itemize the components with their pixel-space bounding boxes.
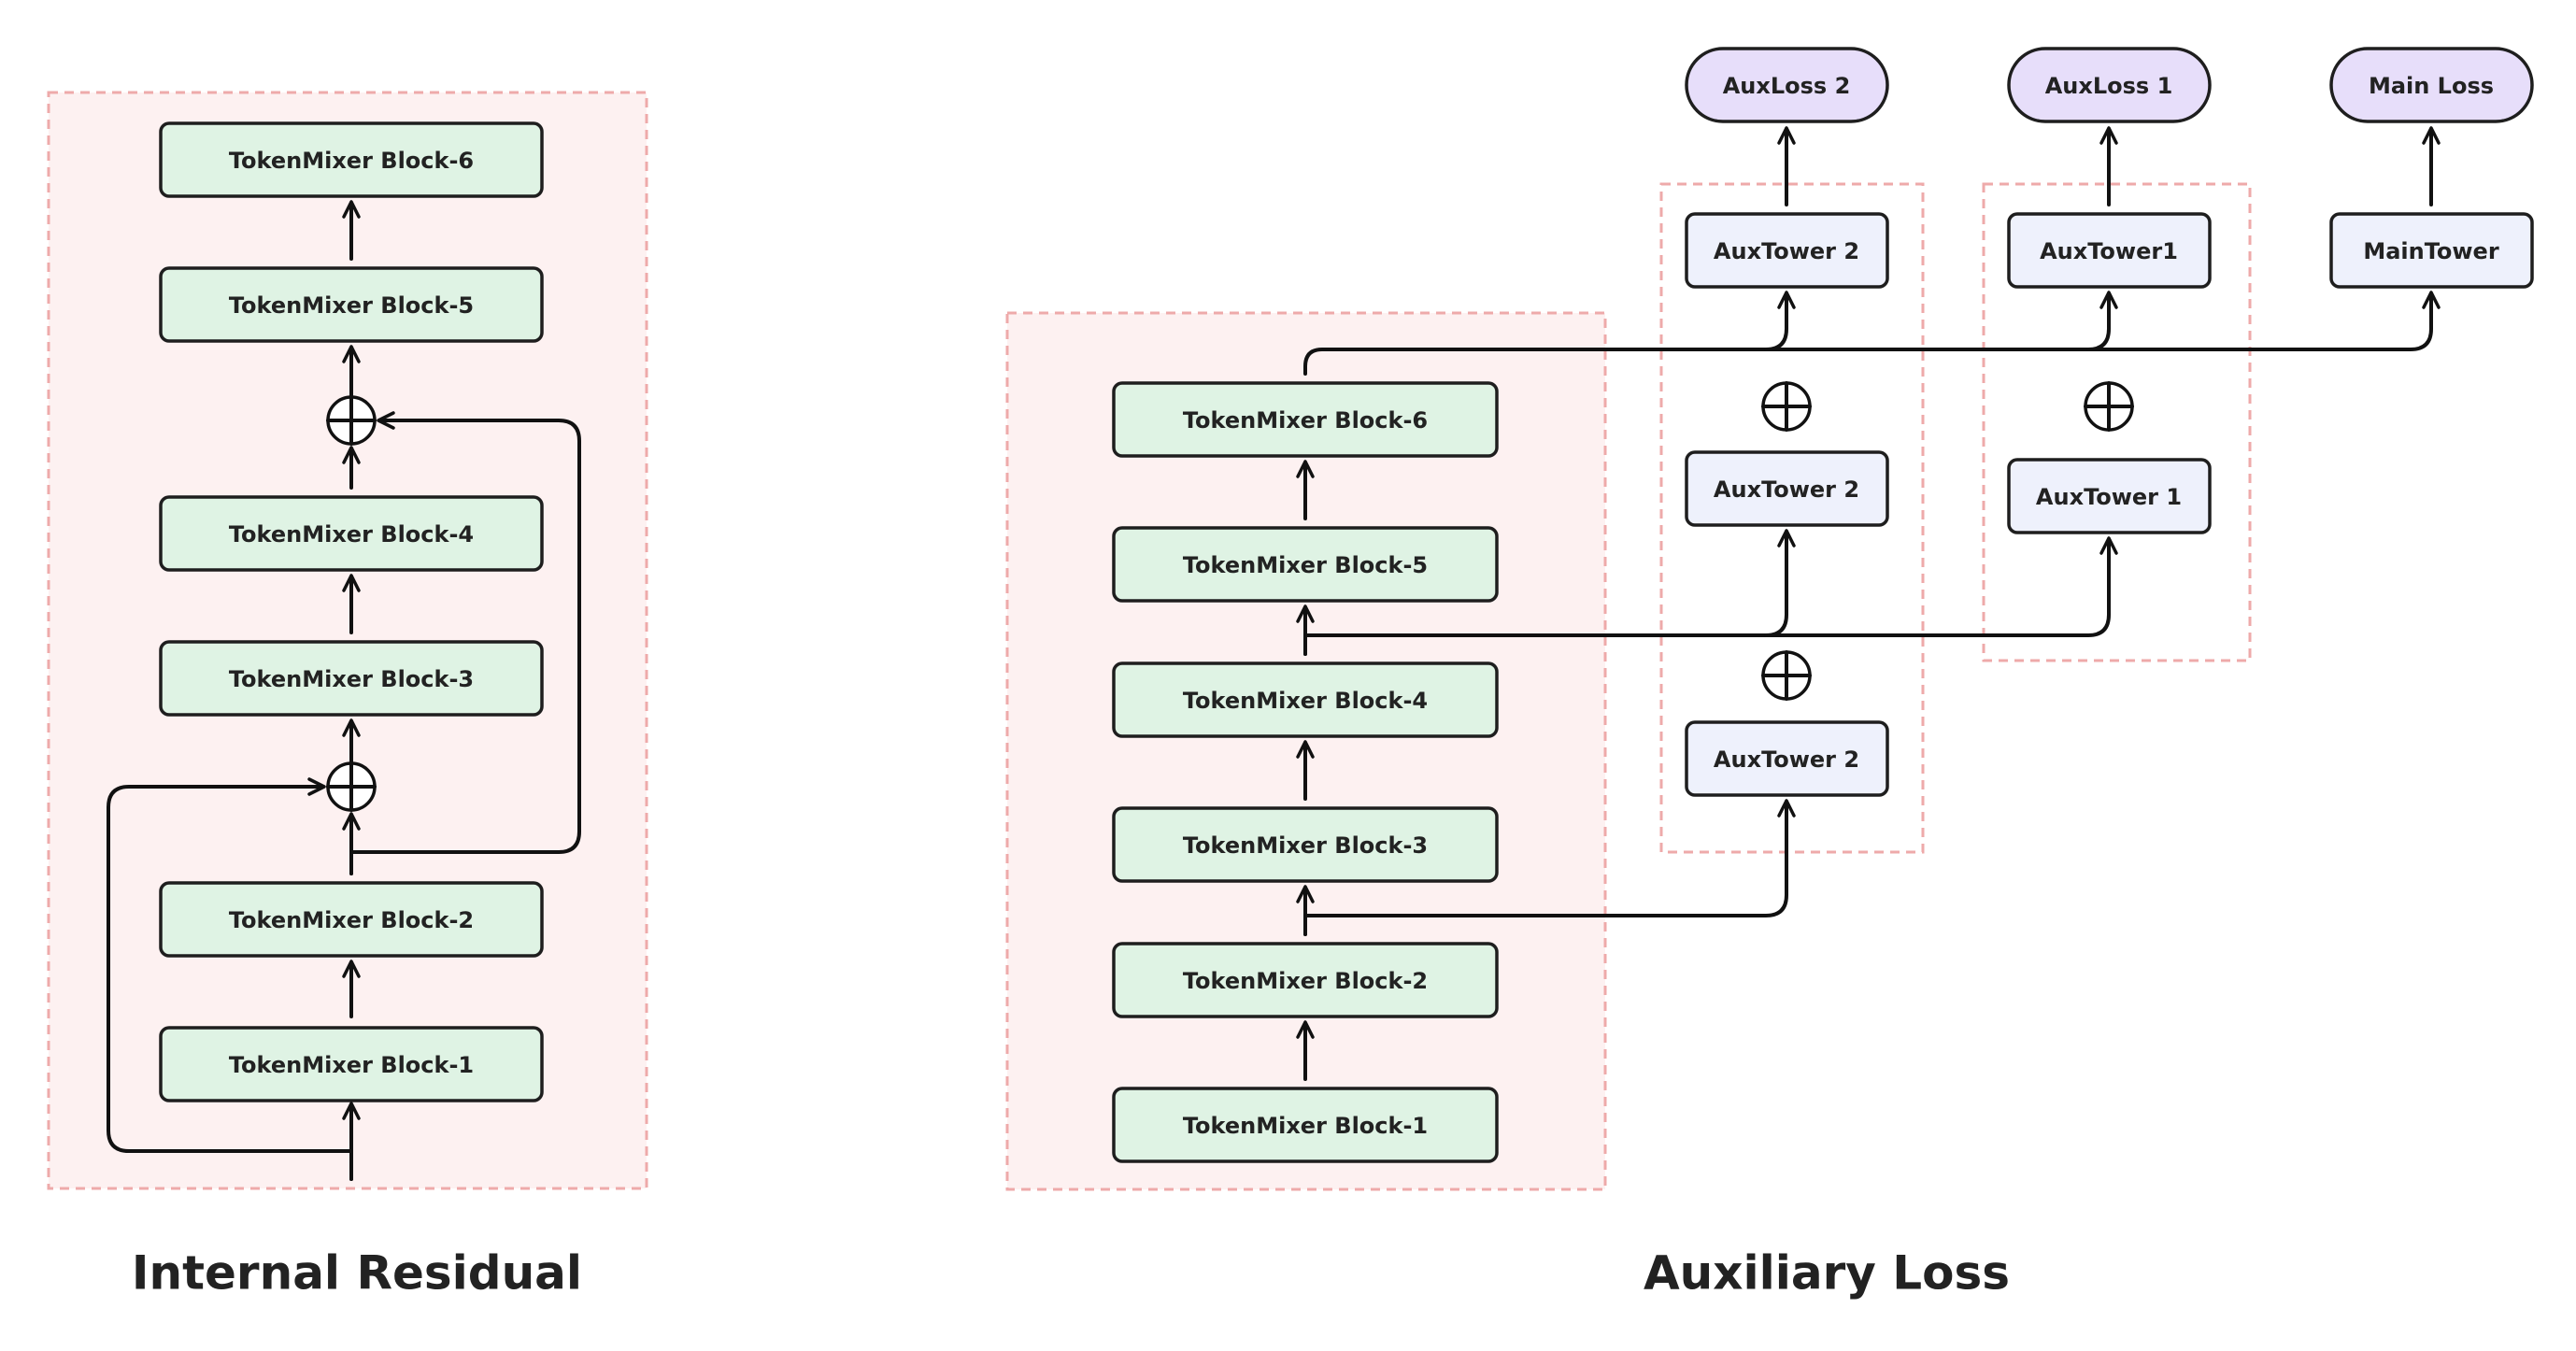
- auxiliary-loss-diagram: TokenMixer Block-6 TokenMixer Block-5 To…: [1005, 47, 2534, 1301]
- ir-block-5-label: TokenMixer Block-5: [229, 292, 474, 319]
- aux2-sum-lower: [1761, 650, 1812, 701]
- al-block-2: TokenMixer Block-2: [1112, 942, 1499, 1018]
- ir-block-4-label: TokenMixer Block-4: [229, 521, 474, 548]
- ir-block-2-label: TokenMixer Block-2: [229, 907, 474, 933]
- aux1-loss-label: AuxLoss 1: [2045, 73, 2173, 99]
- ir-residual-skip-lower: [107, 777, 353, 1181]
- tap-block2-to-aux2-bottom: [1303, 799, 1796, 936]
- aux2-sum-upper: [1761, 381, 1812, 432]
- al-block-3: TokenMixer Block-3: [1112, 806, 1499, 883]
- ir-residual-skip-upper: [349, 411, 581, 875]
- al-block-5: TokenMixer Block-5: [1112, 526, 1499, 603]
- ir-block-4: TokenMixer Block-4: [159, 495, 544, 572]
- loss-arrows: [1777, 126, 2441, 206]
- aux2-tower-middle-label: AuxTower 2: [1714, 476, 1859, 503]
- aux1-group-region: [1982, 182, 2252, 662]
- al-block-1: TokenMixer Block-1: [1112, 1087, 1499, 1163]
- al-block-2-label: TokenMixer Block-2: [1183, 968, 1428, 994]
- internal-residual-title: Internal Residual: [132, 1246, 582, 1301]
- aux2-tower-top: AuxTower 2: [1685, 212, 1889, 289]
- tap-block6-to-towers: [1303, 291, 1796, 376]
- auxiliary-loss-title: Auxiliary Loss: [1644, 1246, 2010, 1301]
- al-block-4: TokenMixer Block-4: [1112, 661, 1499, 738]
- tap-block6-to-aux1-top: [1764, 291, 2118, 351]
- ir-block-5: TokenMixer Block-5: [159, 266, 544, 343]
- ir-block-6: TokenMixer Block-6: [159, 121, 544, 198]
- ir-block-6-label: TokenMixer Block-6: [229, 148, 474, 174]
- aux2-tower-top-label: AuxTower 2: [1714, 238, 1859, 264]
- ir-sum-node-lower: [326, 761, 377, 812]
- aux1-tower-top: AuxTower1: [2007, 212, 2212, 289]
- tap-block4-to-aux1-bottom: [1764, 536, 2118, 637]
- aux1-tower-bottom-label: AuxTower 1: [2036, 484, 2182, 510]
- ir-sum-node-upper: [326, 395, 377, 446]
- tap-block6-to-main-tower: [2086, 291, 2441, 351]
- aux2-tower-bottom-label: AuxTower 2: [1714, 747, 1859, 773]
- al-block-5-label: TokenMixer Block-5: [1183, 552, 1428, 578]
- al-block-1-label: TokenMixer Block-1: [1183, 1113, 1428, 1139]
- aux1-tower-bottom: AuxTower 1: [2007, 458, 2212, 534]
- ir-block-2: TokenMixer Block-2: [159, 881, 544, 958]
- aux2-tower-middle: AuxTower 2: [1685, 450, 1889, 527]
- main-loss-label: Main Loss: [2369, 73, 2494, 99]
- aux1-loss: AuxLoss 1: [2007, 47, 2212, 123]
- aux2-loss-label: AuxLoss 2: [1723, 73, 1851, 99]
- al-block-4-label: TokenMixer Block-4: [1183, 688, 1428, 714]
- main-tower-label: MainTower: [2363, 238, 2499, 264]
- aux2-group-region: [1659, 182, 1925, 854]
- aux1-sum: [2084, 381, 2134, 432]
- internal-residual-diagram: TokenMixer Block-6 TokenMixer Block-5 To…: [47, 91, 648, 1301]
- aux2-tower-bottom: AuxTower 2: [1685, 720, 1889, 797]
- main-tower: MainTower: [2329, 212, 2534, 289]
- ir-block-3: TokenMixer Block-3: [159, 640, 544, 717]
- ir-block-3-label: TokenMixer Block-3: [229, 666, 474, 692]
- al-block-3-label: TokenMixer Block-3: [1183, 832, 1428, 859]
- aux1-tower-top-label: AuxTower1: [2040, 238, 2178, 264]
- main-loss: Main Loss: [2329, 47, 2534, 123]
- aux2-loss: AuxLoss 2: [1685, 47, 1889, 123]
- al-block-6-label: TokenMixer Block-6: [1183, 407, 1428, 434]
- al-block-6: TokenMixer Block-6: [1112, 381, 1499, 458]
- ir-block-1: TokenMixer Block-1: [159, 1026, 544, 1102]
- ir-block-1-label: TokenMixer Block-1: [229, 1052, 474, 1078]
